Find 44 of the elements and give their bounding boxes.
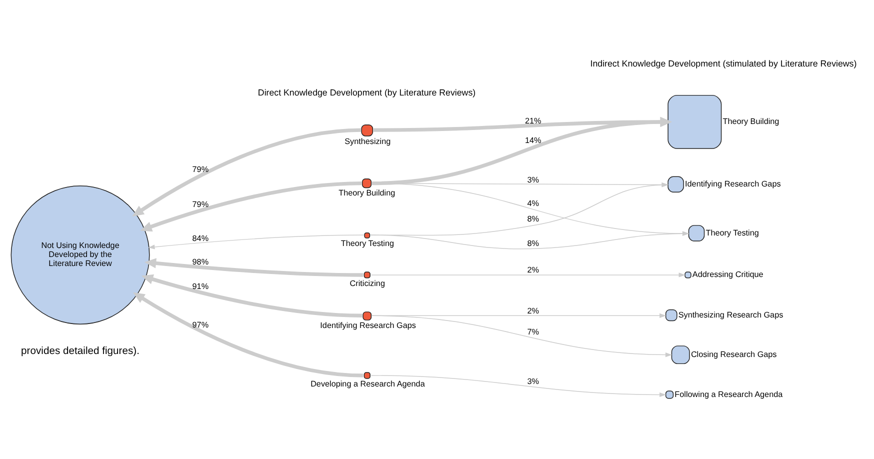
arrow xyxy=(372,315,672,358)
node-label: Identifying Research Gaps xyxy=(320,321,416,330)
node-circle: Not Using Knowledge Developed by the Literature Review xyxy=(10,186,150,324)
edge-label: 8% xyxy=(527,214,539,224)
edge-label: 91% xyxy=(192,282,209,291)
edge-label: 14% xyxy=(524,136,542,146)
edge-label: 79% xyxy=(192,200,209,209)
node-label: Theory Testing xyxy=(706,228,759,238)
arrow xyxy=(372,116,672,186)
edge-label: 21% xyxy=(524,116,542,126)
arrow xyxy=(373,116,672,132)
label: provides detailed figures). xyxy=(21,346,140,357)
edge-label: 3% xyxy=(527,377,539,386)
arrow xyxy=(141,274,362,318)
arrow xyxy=(140,181,362,232)
node-label: Addressing Critique xyxy=(692,270,764,280)
edge-label: 98% xyxy=(192,257,209,266)
edge-label: 97% xyxy=(192,320,209,330)
label: Indirect Knowledge Development (stimulated by Literature Reviews) xyxy=(590,58,857,69)
node-label: Theory Testing xyxy=(340,238,394,248)
node-label: Identifying Research Gaps xyxy=(685,179,781,188)
node-label: Synthesizing Research Gaps xyxy=(678,310,784,320)
edge-label: 79% xyxy=(192,165,209,174)
edge-label: 4% xyxy=(527,199,539,208)
node-label: Developing a Research Agenda xyxy=(310,379,425,388)
edge-label: 84% xyxy=(192,234,209,243)
edge-label: 3% xyxy=(527,175,539,184)
node-label: Criticizing xyxy=(350,278,385,288)
edge-label: 8% xyxy=(527,238,539,248)
arrow xyxy=(132,128,361,216)
node-label: Theory Building xyxy=(722,117,780,126)
arrow xyxy=(133,292,364,378)
edge-label: 2% xyxy=(527,266,539,275)
arrow xyxy=(148,234,364,250)
label: Direct Knowledge Development (by Literature Reviews) xyxy=(258,87,476,98)
node-label: Theory Building xyxy=(338,188,396,198)
node-label: Synthesizing xyxy=(344,136,391,146)
node-label: Closing Research Gaps xyxy=(690,350,777,359)
node-label: Following a Research Agenda xyxy=(674,390,783,399)
arrow xyxy=(370,375,666,398)
arrow xyxy=(370,272,686,278)
edge-label: 2% xyxy=(527,306,539,316)
edge-label: 7% xyxy=(527,328,539,337)
arrow xyxy=(144,258,364,277)
